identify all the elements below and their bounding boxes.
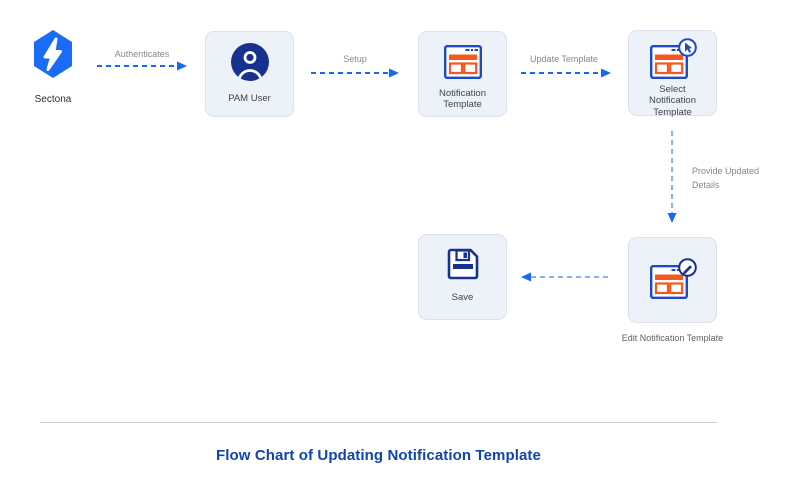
arrow-authenticates [96, 60, 188, 72]
sectona-logo-label: Sectona [34, 94, 72, 105]
user-icon [230, 43, 269, 81]
node-save: Save [418, 234, 507, 320]
edge-label-provide-updated-details: Provide Updated Details [692, 166, 760, 190]
node-select-notification-template: Select Notification Template [628, 30, 717, 118]
arrow-provide-updated-details [666, 130, 678, 224]
sectona-logo [31, 29, 75, 79]
node-label: Save [451, 292, 474, 303]
flowchart-caption: Flow Chart of Updating Notification Temp… [216, 447, 541, 464]
edge-label-authenticates: Authenticates [114, 49, 170, 59]
divider-line [40, 422, 717, 423]
arrow-down-icon [667, 131, 677, 223]
node-edit-notification-template [628, 237, 717, 323]
edge-label-update-template: Update Template [530, 54, 598, 64]
arrow-right-icon [311, 68, 399, 78]
node-notification-template: Notification Template [418, 31, 507, 117]
arrow-update-template [520, 67, 612, 79]
node-label-edit-notification-template: Edit Notification Template [621, 333, 724, 343]
node-label: Notification Template [439, 88, 486, 111]
node-label: Select Notification Template [649, 84, 696, 118]
node-label: PAM User [228, 93, 271, 104]
arrow-right-icon [521, 68, 611, 78]
browser-template-icon [443, 45, 482, 79]
browser-template-pencil-icon [649, 258, 697, 300]
browser-template-cursor-icon [649, 38, 697, 80]
sectona-hexagon-bolt-icon [31, 29, 75, 79]
arrow-right-icon [97, 61, 187, 71]
arrow-left-icon [521, 272, 609, 282]
floppy-disk-icon [446, 247, 480, 281]
edge-label-setup: Setup [343, 54, 367, 64]
arrow-edit-to-save [520, 271, 610, 283]
arrow-setup [310, 67, 400, 79]
node-pam-user: PAM User [205, 31, 294, 117]
